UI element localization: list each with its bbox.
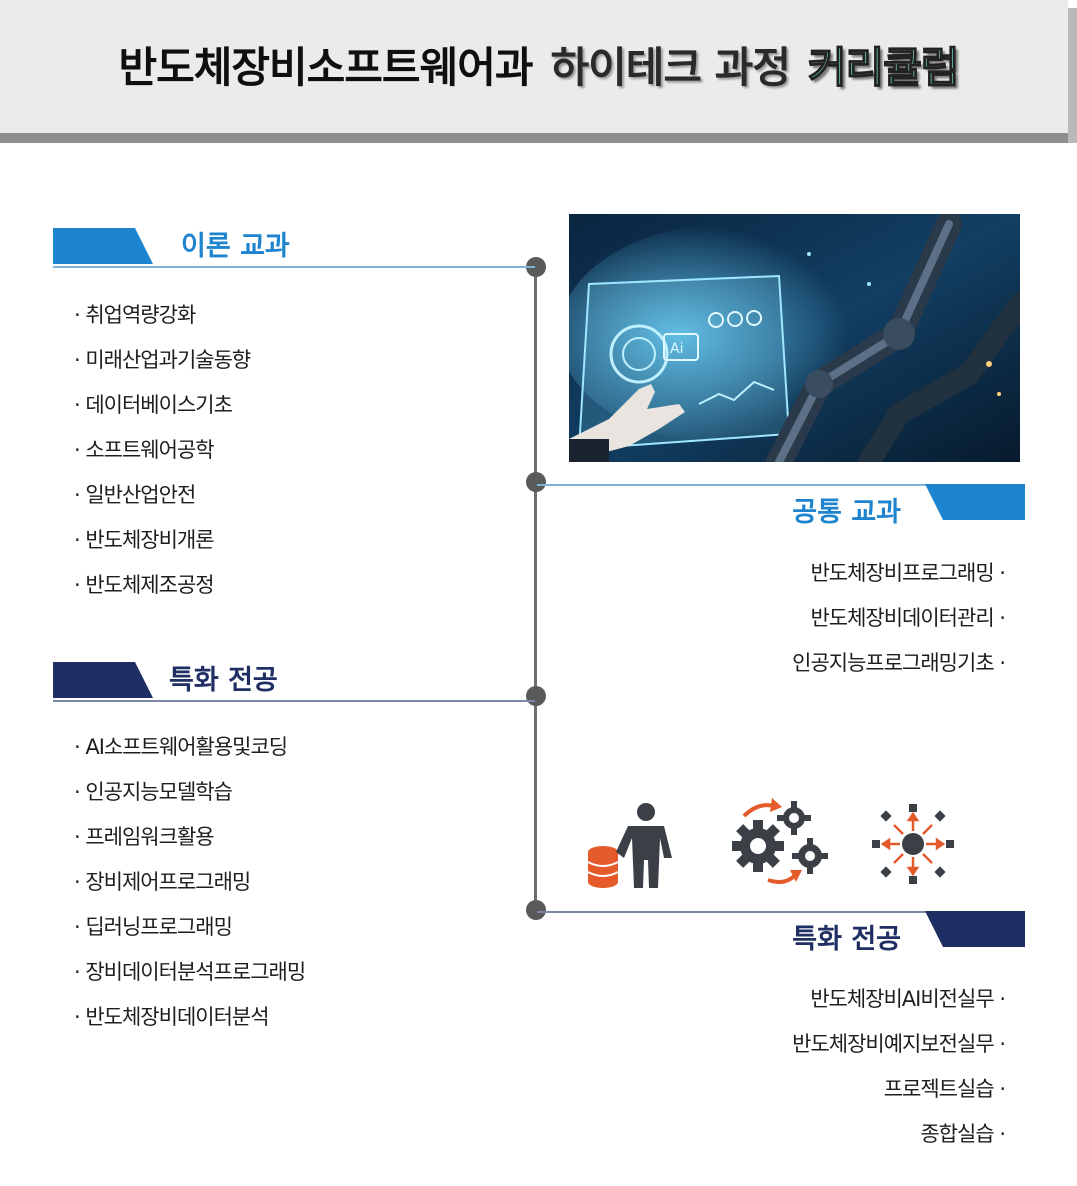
special-right-header-line (537, 911, 1025, 913)
list-item: · 일반산업안전 (74, 483, 196, 507)
special-header-bar (53, 662, 153, 698)
theory-header-title: 이론 교과 (181, 231, 290, 262)
network-hub-icon (872, 804, 954, 884)
ai-robot-image: Ai (569, 214, 1020, 462)
special-header-title: 특화 전공 (169, 665, 278, 696)
title-curriculum: 커리큘럼 (807, 42, 960, 92)
database-person-icon (586, 800, 676, 892)
list-item: 인공지능프로그래밍기초 · (792, 651, 1006, 675)
list-item: 반도체장비예지보전실무 · (792, 1032, 1006, 1056)
timeline-line (534, 266, 537, 911)
special-major-header: 특화 전공 (53, 662, 535, 702)
common-header-bar (925, 484, 1025, 520)
gears-icon (728, 798, 828, 888)
special-major-list-right: 반도체장비AI비전실무 · 반도체장비예지보전실무 · 프로젝트실습 · 종합실… (792, 983, 1006, 1163)
list-item: · 소프트웨어공학 (74, 438, 215, 462)
common-header: 공통 교과 (537, 484, 1025, 528)
timeline-dot (526, 900, 546, 920)
list-item: · 취업역량강화 (74, 303, 196, 327)
list-item: 반도체장비데이터관리 · (810, 606, 1006, 630)
theory-list: · 취업역량강화 · 미래산업과기술동향 · 데이터베이스기초 · 소프트웨어공… (74, 299, 251, 614)
list-item: · 미래산업과기술동향 (74, 348, 251, 372)
list-item: · 반도체제조공정 (74, 573, 215, 597)
list-item: · 반도체장비데이터분석 (74, 1005, 270, 1029)
list-item: · 데이터베이스기초 (74, 393, 233, 417)
special-major-header-right: 특화 전공 (537, 911, 1025, 955)
list-item: 프로젝트실습 · (883, 1077, 1006, 1101)
special-right-header-title: 특화 전공 (792, 924, 901, 955)
title-course: 하이테크 과정 (550, 42, 791, 92)
theory-header: 이론 교과 (53, 228, 535, 268)
theory-header-line (53, 266, 535, 268)
banner-shadow (1068, 8, 1077, 143)
list-item: 반도체장비프로그래밍 · (810, 561, 1006, 585)
list-item: · 딥러닝프로그래밍 (74, 915, 233, 939)
timeline-dot (526, 472, 546, 492)
timeline-dot (526, 257, 546, 277)
page-title: 반도체장비소프트웨어과 하이테크 과정 커리큘럼 (0, 24, 1077, 104)
list-item: · AI소프트웨어활용및코딩 (74, 735, 288, 759)
theory-header-bar (53, 228, 153, 264)
list-item: · 반도체장비개론 (74, 528, 215, 552)
list-item: 종합실습 · (920, 1122, 1006, 1146)
common-list: 반도체장비프로그래밍 · 반도체장비데이터관리 · 인공지능프로그래밍기초 · (792, 557, 1006, 692)
special-major-list: · AI소프트웨어활용및코딩 · 인공지능모델학습 · 프레임워크활용 · 장비… (74, 731, 306, 1046)
common-header-line (537, 484, 1025, 486)
common-header-title: 공통 교과 (792, 497, 901, 528)
special-header-line (53, 700, 535, 702)
title-department: 반도체장비소프트웨어과 (118, 42, 533, 92)
list-item: · 장비제어프로그래밍 (74, 870, 251, 894)
special-right-header-bar (925, 911, 1025, 947)
list-item: · 프레임워크활용 (74, 825, 215, 849)
title-banner (0, 0, 1068, 143)
list-item: · 인공지능모델학습 (74, 780, 233, 804)
list-item: 반도체장비AI비전실무 · (810, 987, 1006, 1011)
svg-text:Ai: Ai (670, 341, 683, 357)
list-item: · 장비데이터분석프로그래밍 (74, 960, 306, 984)
